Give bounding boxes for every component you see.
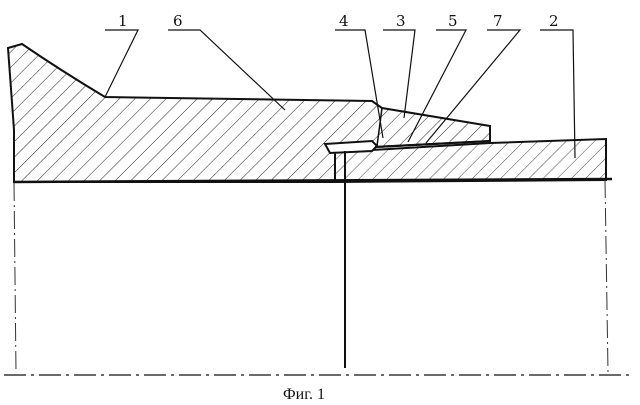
label-part-5: 5 xyxy=(448,12,458,30)
left-break-line xyxy=(14,183,16,372)
leader-3 xyxy=(383,30,415,118)
label-part-6: 6 xyxy=(173,12,183,30)
leader-2 xyxy=(540,30,575,158)
part-4-insert xyxy=(325,141,377,153)
label-part-7: 7 xyxy=(493,12,503,30)
label-part-2: 2 xyxy=(549,12,559,30)
label-part-1: 1 xyxy=(118,12,128,30)
label-part-4: 4 xyxy=(339,12,349,30)
right-break-line xyxy=(605,180,608,372)
leader-1 xyxy=(105,30,138,97)
figure-caption: Фиг. 1 xyxy=(283,386,325,403)
label-part-3: 3 xyxy=(396,12,406,30)
